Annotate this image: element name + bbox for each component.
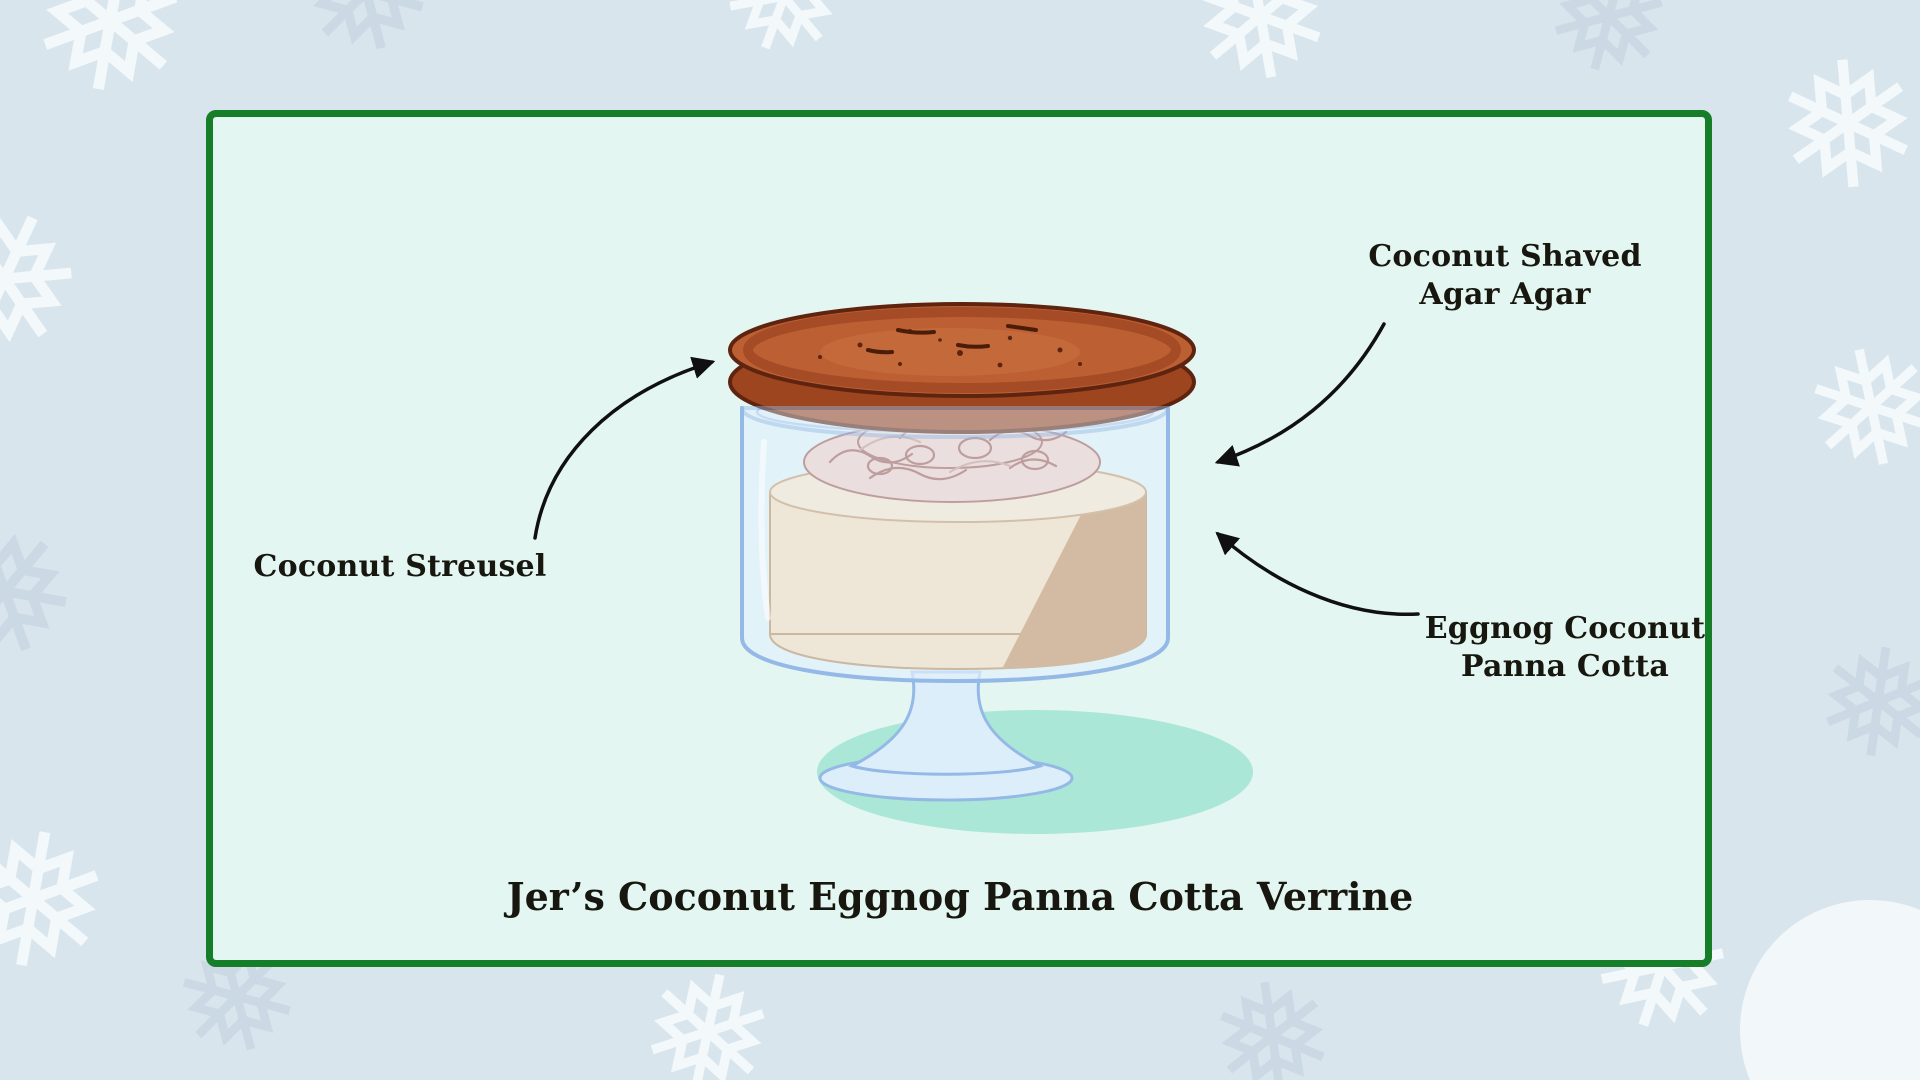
label-coconut-shaved-agar-agar: Coconut Shaved Agar Agar (1340, 238, 1670, 313)
snowflake-icon: ❅ (1173, 0, 1349, 130)
snowflake-icon: ❅ (12, 0, 208, 148)
snowflake-icon: ❅ (0, 477, 108, 713)
label-line: Panna Cotta (1461, 648, 1669, 684)
snowflake-icon: ❅ (1766, 19, 1920, 236)
label-coconut-streusel: Coconut Streusel (253, 549, 547, 584)
snowflake-icon: ❅ (1803, 610, 1920, 800)
label-line: Coconut Shaved (1368, 239, 1642, 274)
snowflake-icon: ❅ (278, 0, 456, 102)
label-eggnog-coconut-panna-cotta: Eggnog Coconut Panna Cotta (1400, 610, 1730, 685)
snowflake-icon: ❅ (1786, 304, 1920, 515)
diagram-title: Jer’s Coconut Eggnog Panna Cotta Verrine (506, 874, 1414, 919)
snowflake-icon: ❅ (0, 782, 128, 1022)
label-line: Agar Agar (1419, 276, 1591, 312)
label-line: Eggnog Coconut (1424, 611, 1706, 646)
snowflake-icon: ❅ (1524, 0, 1692, 121)
snowflake-icon: ❅ (694, 0, 872, 104)
snowflake-icon: ❅ (1198, 945, 1348, 1080)
snowflake-icon: ❅ (0, 151, 119, 413)
paper-circle-decoration (1740, 900, 1920, 1080)
